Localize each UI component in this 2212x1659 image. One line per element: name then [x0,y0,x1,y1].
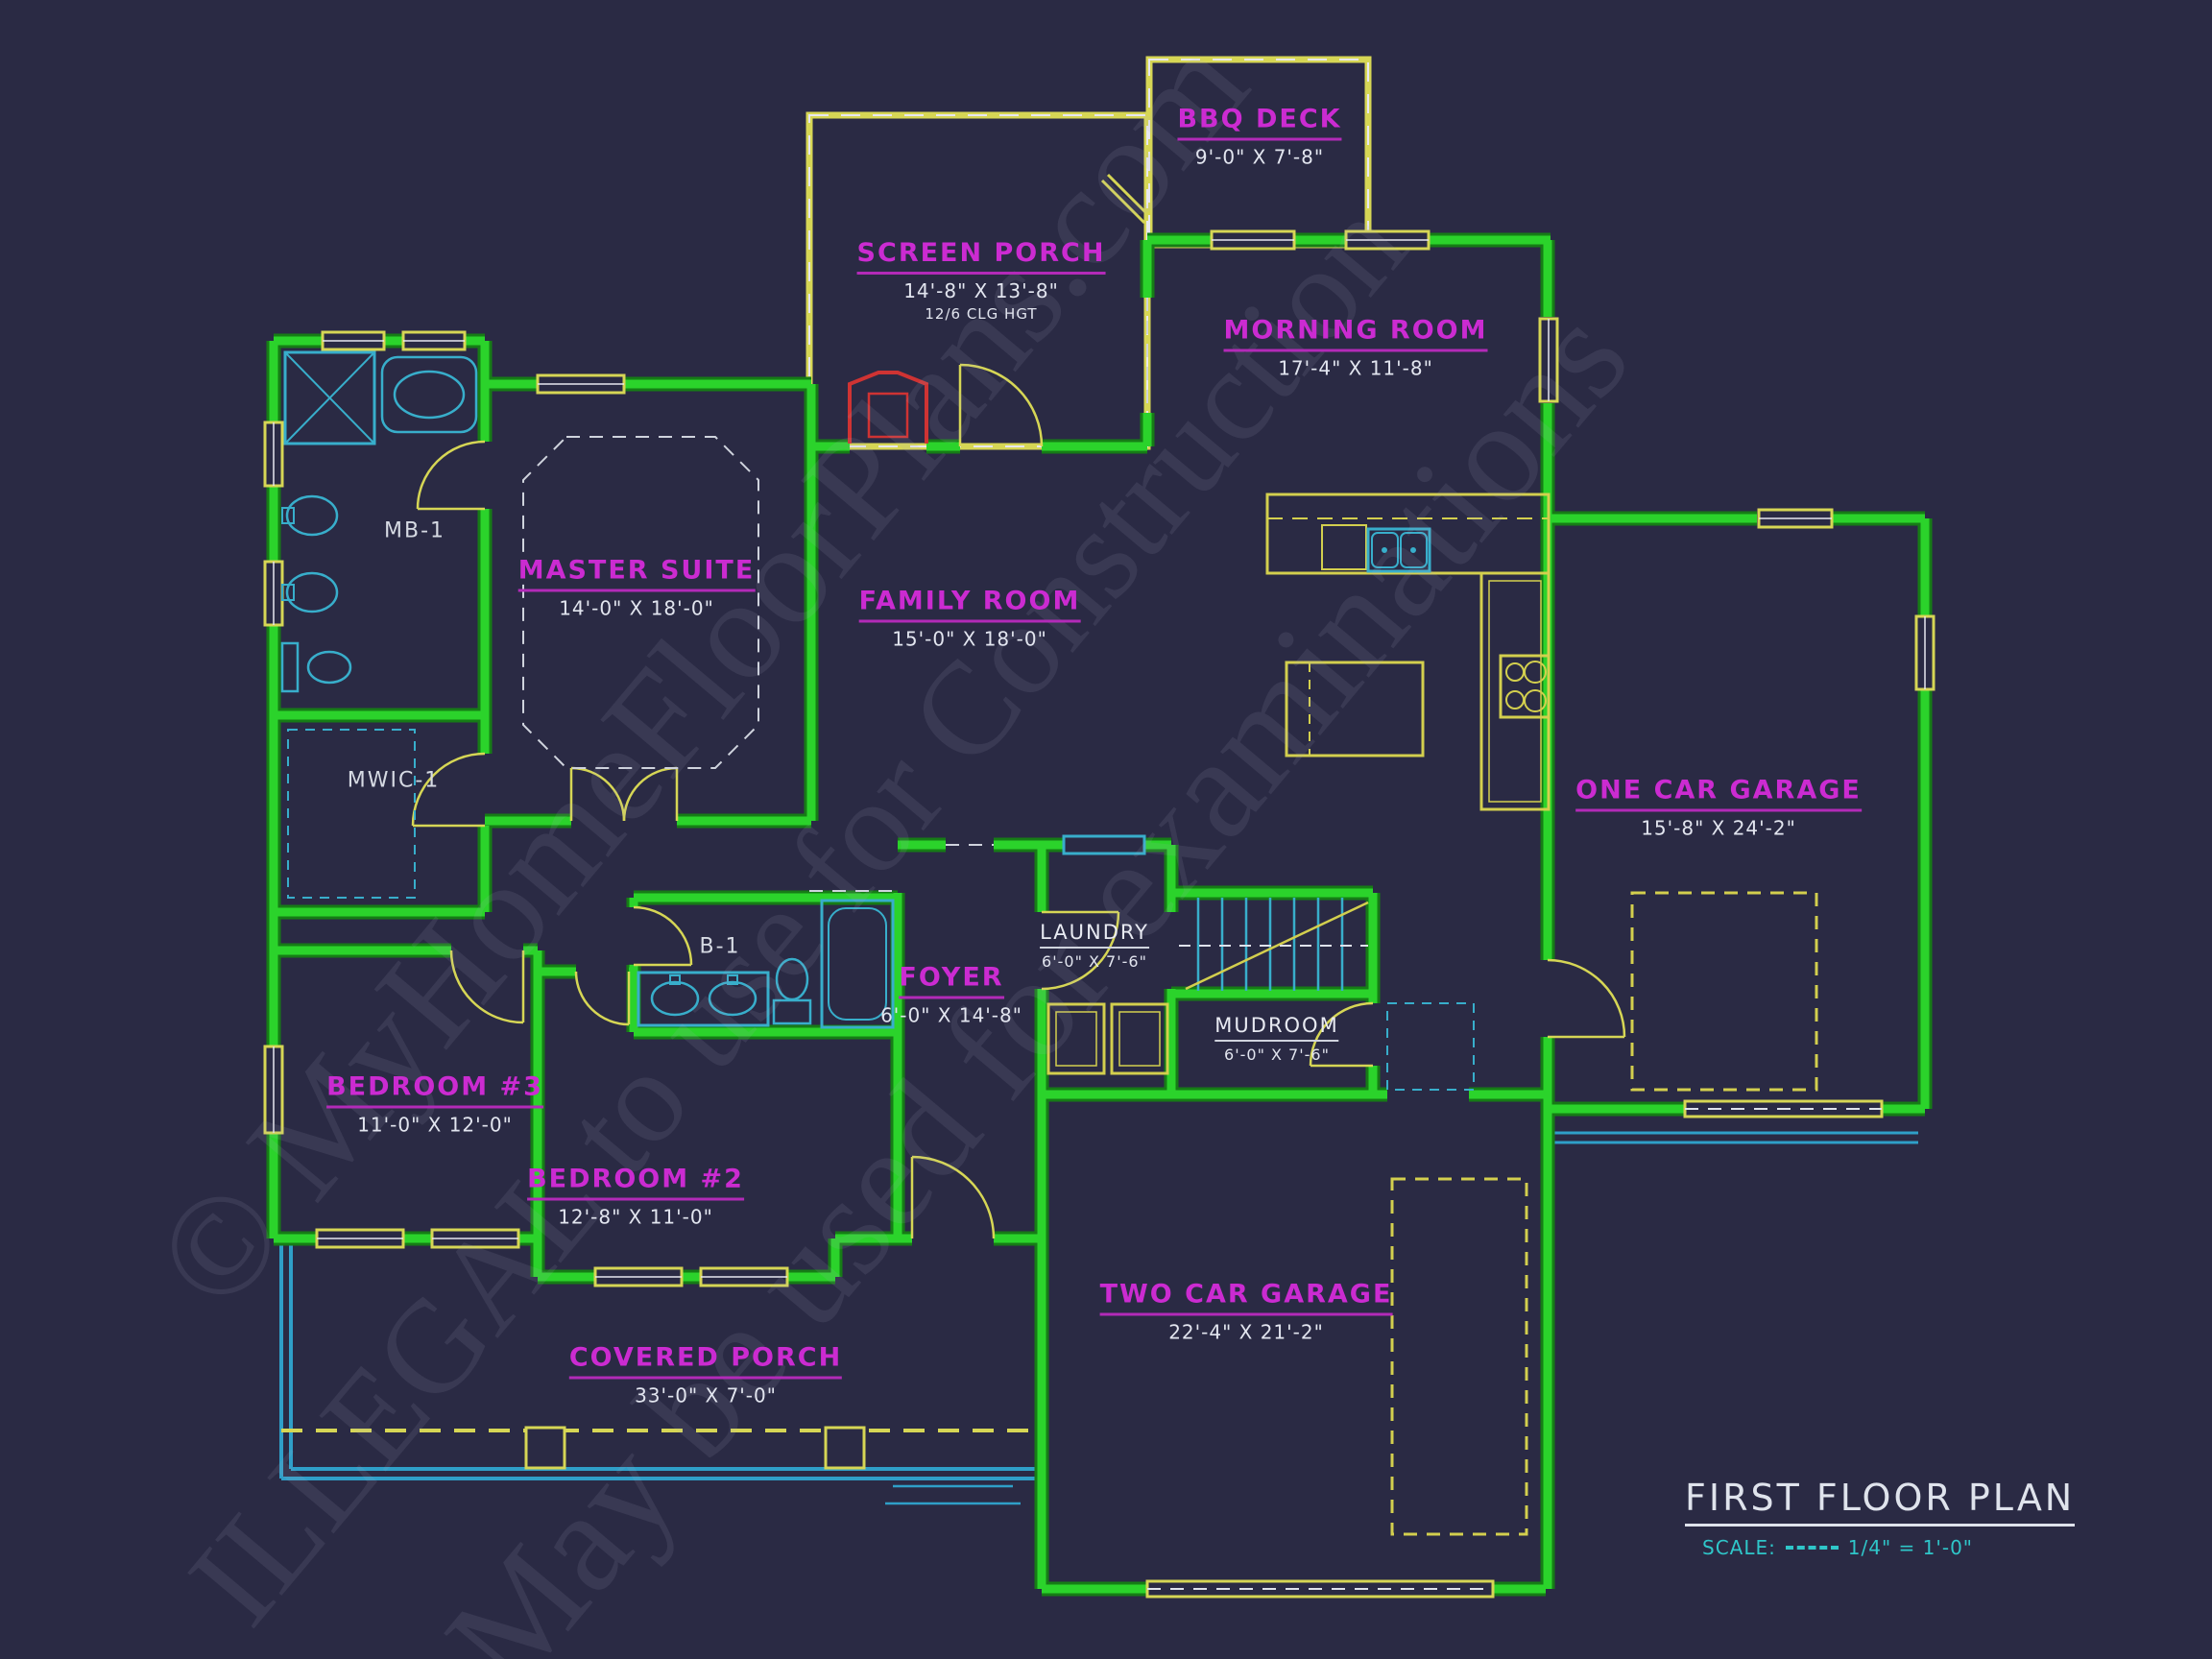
bath-b1-fixtures [637,899,895,1029]
covered-porch-outline [279,1131,1918,1505]
scale-value: 1/4" = 1'-0" [1847,1536,1973,1559]
tray-ceiling [522,436,759,769]
room-label-master-suite: MASTER SUITE 14'-0" X 18'-0" [517,555,756,620]
scale-dash-line [1785,1546,1839,1550]
mwic-shelving [287,729,416,899]
room-label-mudroom: MUDROOM 6'-0" X 7'-6" [1214,1014,1339,1064]
laundry-window [1062,834,1146,855]
room-label-covered-porch: COVERED PORCH 33'-0" X 7'-0" [568,1342,843,1407]
room-label-one-car-garage: ONE CAR GARAGE 15'-8" X 24'-2" [1575,775,1862,840]
scale-label: SCALE: [1702,1536,1776,1559]
room-label-family-room: FAMILY ROOM 15'-0" X 18'-0" [858,586,1081,651]
scale-row: SCALE: 1/4" = 1'-0" [1702,1536,1973,1559]
room-label-mb1: MB-1 [383,518,446,543]
room-label-two-car-garage: TWO CAR GARAGE 22'-4" X 21'-2" [1099,1279,1393,1344]
title-block: FIRST FLOOR PLAN SCALE: 1/4" = 1'-0" [1685,1477,2076,1559]
room-label-mwic1: MWIC-1 [347,768,441,793]
walls-layer [274,240,1925,1589]
room-label-screen-porch: SCREEN PORCH 14'-8" X 13'-8" 12/6 CLG HG… [856,238,1106,323]
staircase [1179,898,1369,991]
plan-title: FIRST FLOOR PLAN [1685,1477,2076,1527]
room-label-morning-room: MORNING ROOM 17'-4" X 11'-8" [1223,315,1488,380]
door-swings [411,363,1626,1239]
porch-posts [524,1426,866,1470]
mudroom-cubbies [1046,1002,1169,1075]
fireplace [848,371,928,444]
room-label-laundry: LAUNDRY 6'-0" X 7'-6" [1040,921,1149,971]
master-bath-fixtures [280,350,478,693]
dashed-details [522,298,1818,1536]
kitchen-sink [1366,527,1431,573]
room-label-foyer: FOYER 6'-0" X 14'-8" [880,962,1022,1027]
garage-door-dashes [1147,1108,1882,1590]
room-label-bbq-deck: BBQ DECK 9'-0" X 7'-8" [1177,104,1342,169]
room-label-b1: B-1 [699,934,741,959]
kitchen-cabinets [1265,493,1551,811]
room-label-bedroom-2: BEDROOM #2 12'-8" X 11'-0" [527,1164,744,1229]
room-label-bedroom-3: BEDROOM #3 11'-0" X 12'-0" [326,1071,543,1137]
window-glass-lines [273,239,1926,1278]
